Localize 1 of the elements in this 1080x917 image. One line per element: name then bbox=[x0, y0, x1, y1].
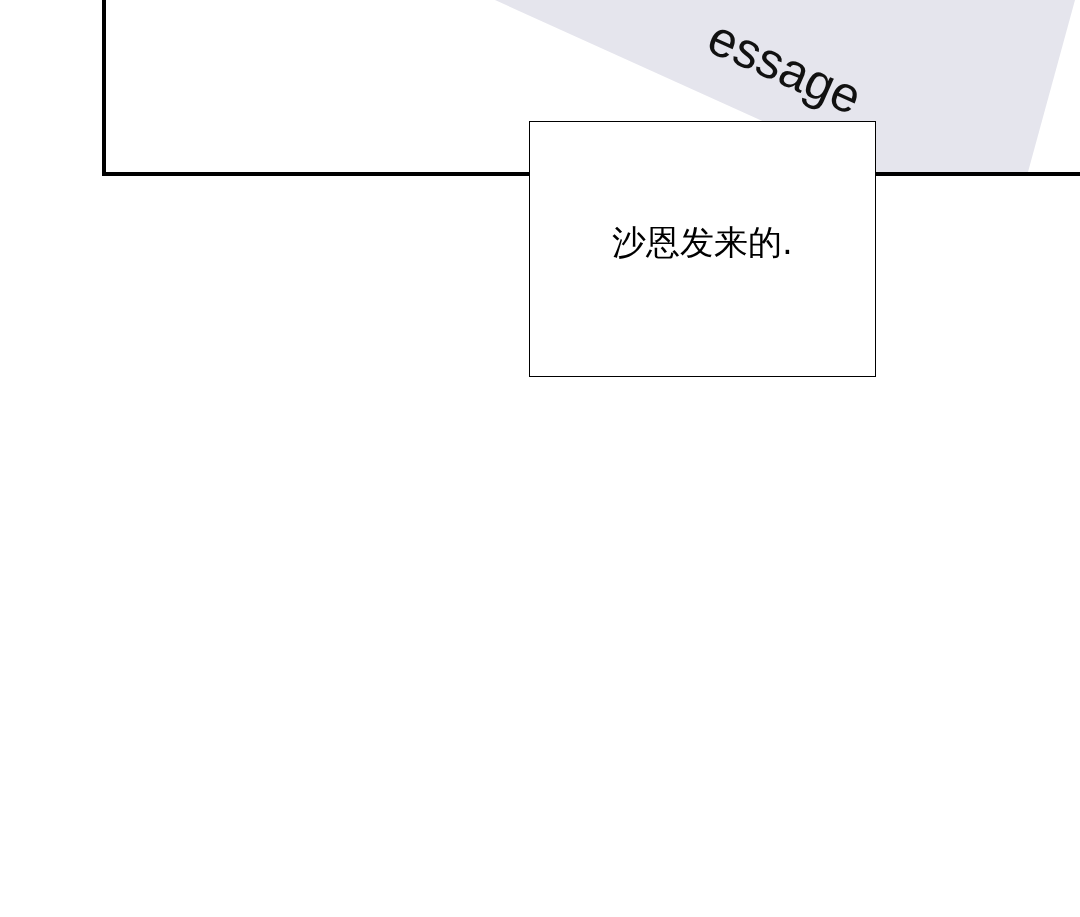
caption-box: 沙恩发来的. bbox=[529, 121, 876, 377]
